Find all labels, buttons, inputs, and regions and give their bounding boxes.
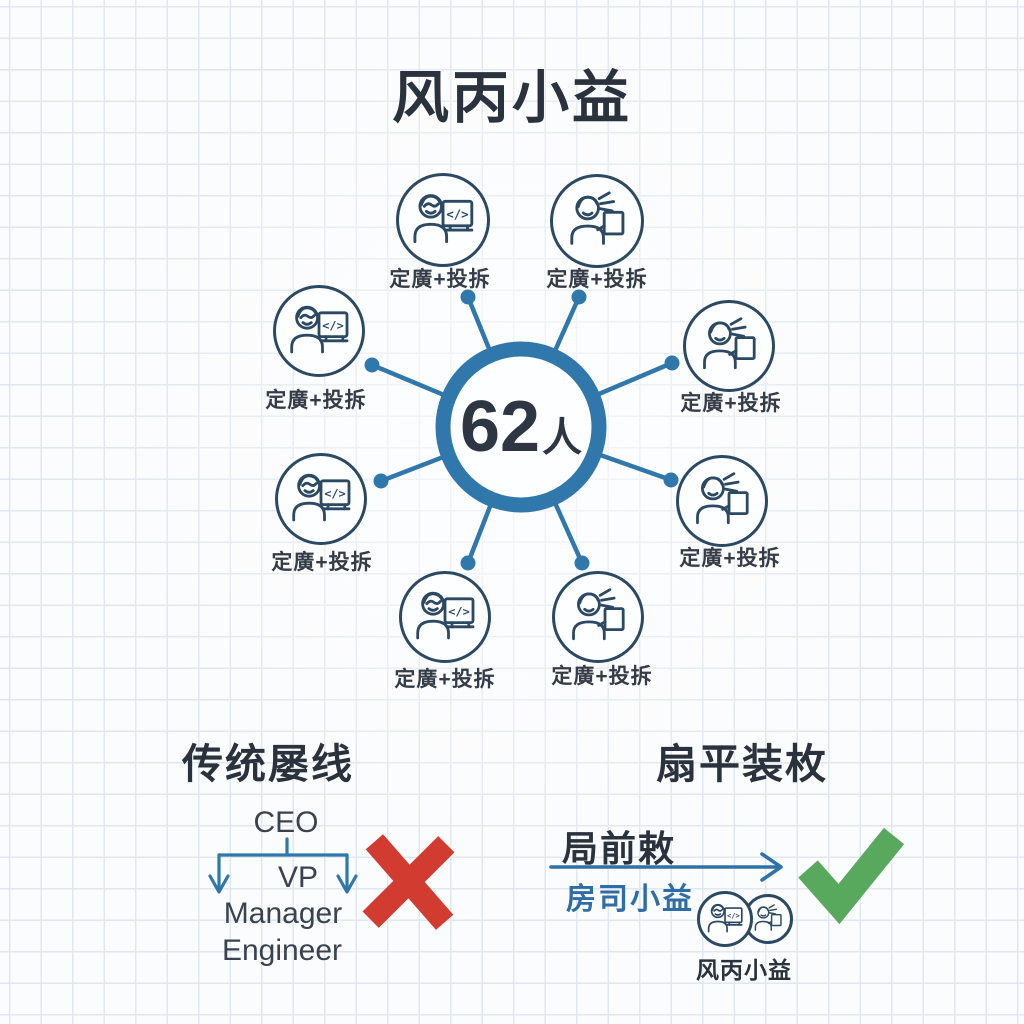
member-label: 定廣+投拆 <box>679 547 781 570</box>
flat-lead-text: 局前敕 <box>562 828 677 869</box>
level-engineer: Engineer <box>221 934 343 967</box>
developer-monitor-icon <box>704 898 746 940</box>
member-label: 定廣+投拆 <box>680 392 782 415</box>
member-node-mid-right-lower <box>676 455 768 547</box>
member-node-mid-left-upper <box>273 285 365 377</box>
flat-heading: 扇平装枚 <box>656 741 828 787</box>
mini-member-circle <box>697 891 753 947</box>
spoke-dot <box>364 357 380 373</box>
flow-arrow <box>549 852 783 882</box>
member-node-bottom-left <box>399 571 491 663</box>
member-label: 定廣+投拆 <box>551 665 653 688</box>
spoke-dots <box>364 289 680 571</box>
spoke-dot <box>664 355 680 371</box>
team-caption: 风丙小益 <box>696 957 792 983</box>
member-label: 定廣+投拆 <box>271 551 373 574</box>
team-headcount: 62 人 <box>460 386 582 468</box>
member-label: 定廣+投拆 <box>546 268 648 291</box>
developer-monitor-icon <box>410 582 480 652</box>
designer-tablet-icon <box>561 185 633 257</box>
page-title: 风丙小益 <box>392 66 632 130</box>
green-check-icon <box>798 827 905 925</box>
developer-monitor-icon <box>286 464 356 534</box>
member-node-top-right <box>550 174 644 268</box>
spoke-dot <box>571 289 587 305</box>
member-node-bottom-right <box>552 571 644 663</box>
spoke-dot <box>460 555 476 571</box>
level-vp: VP <box>277 861 319 894</box>
designer-tablet-icon <box>750 901 786 937</box>
member-node-mid-right-upper <box>683 300 775 392</box>
spoke-dot <box>574 555 590 571</box>
designer-tablet-icon <box>687 466 757 536</box>
flat-subtitle-text: 房司小益 <box>566 883 694 916</box>
down-arrowhead-icon <box>336 874 358 894</box>
right-arrowhead-icon <box>760 852 783 882</box>
member-node-top-left <box>396 173 490 267</box>
member-label: 定廣+投拆 <box>265 389 367 412</box>
spoke-dot <box>373 473 389 489</box>
member-label: 定廣+投拆 <box>394 668 496 691</box>
hierarchy-bracket <box>208 837 358 894</box>
spoke-dot <box>460 289 476 305</box>
headcount-unit: 人 <box>542 416 583 460</box>
level-manager: Manager <box>223 897 343 930</box>
member-label: 定廣+投拆 <box>389 268 491 291</box>
designer-tablet-icon <box>694 311 764 381</box>
traditional-heading: 传统屡线 <box>182 741 354 787</box>
designer-tablet-icon <box>563 582 633 652</box>
spoke-dot <box>663 472 679 488</box>
developer-monitor-icon <box>407 184 479 256</box>
level-ceo: CEO <box>253 806 319 839</box>
down-arrowhead-icon <box>208 874 230 894</box>
developer-monitor-icon <box>284 296 354 366</box>
center-hub-circle <box>435 341 607 513</box>
headcount-value: 62 <box>459 387 541 467</box>
red-x-icon <box>362 834 455 930</box>
member-node-mid-left-lower <box>275 453 367 545</box>
